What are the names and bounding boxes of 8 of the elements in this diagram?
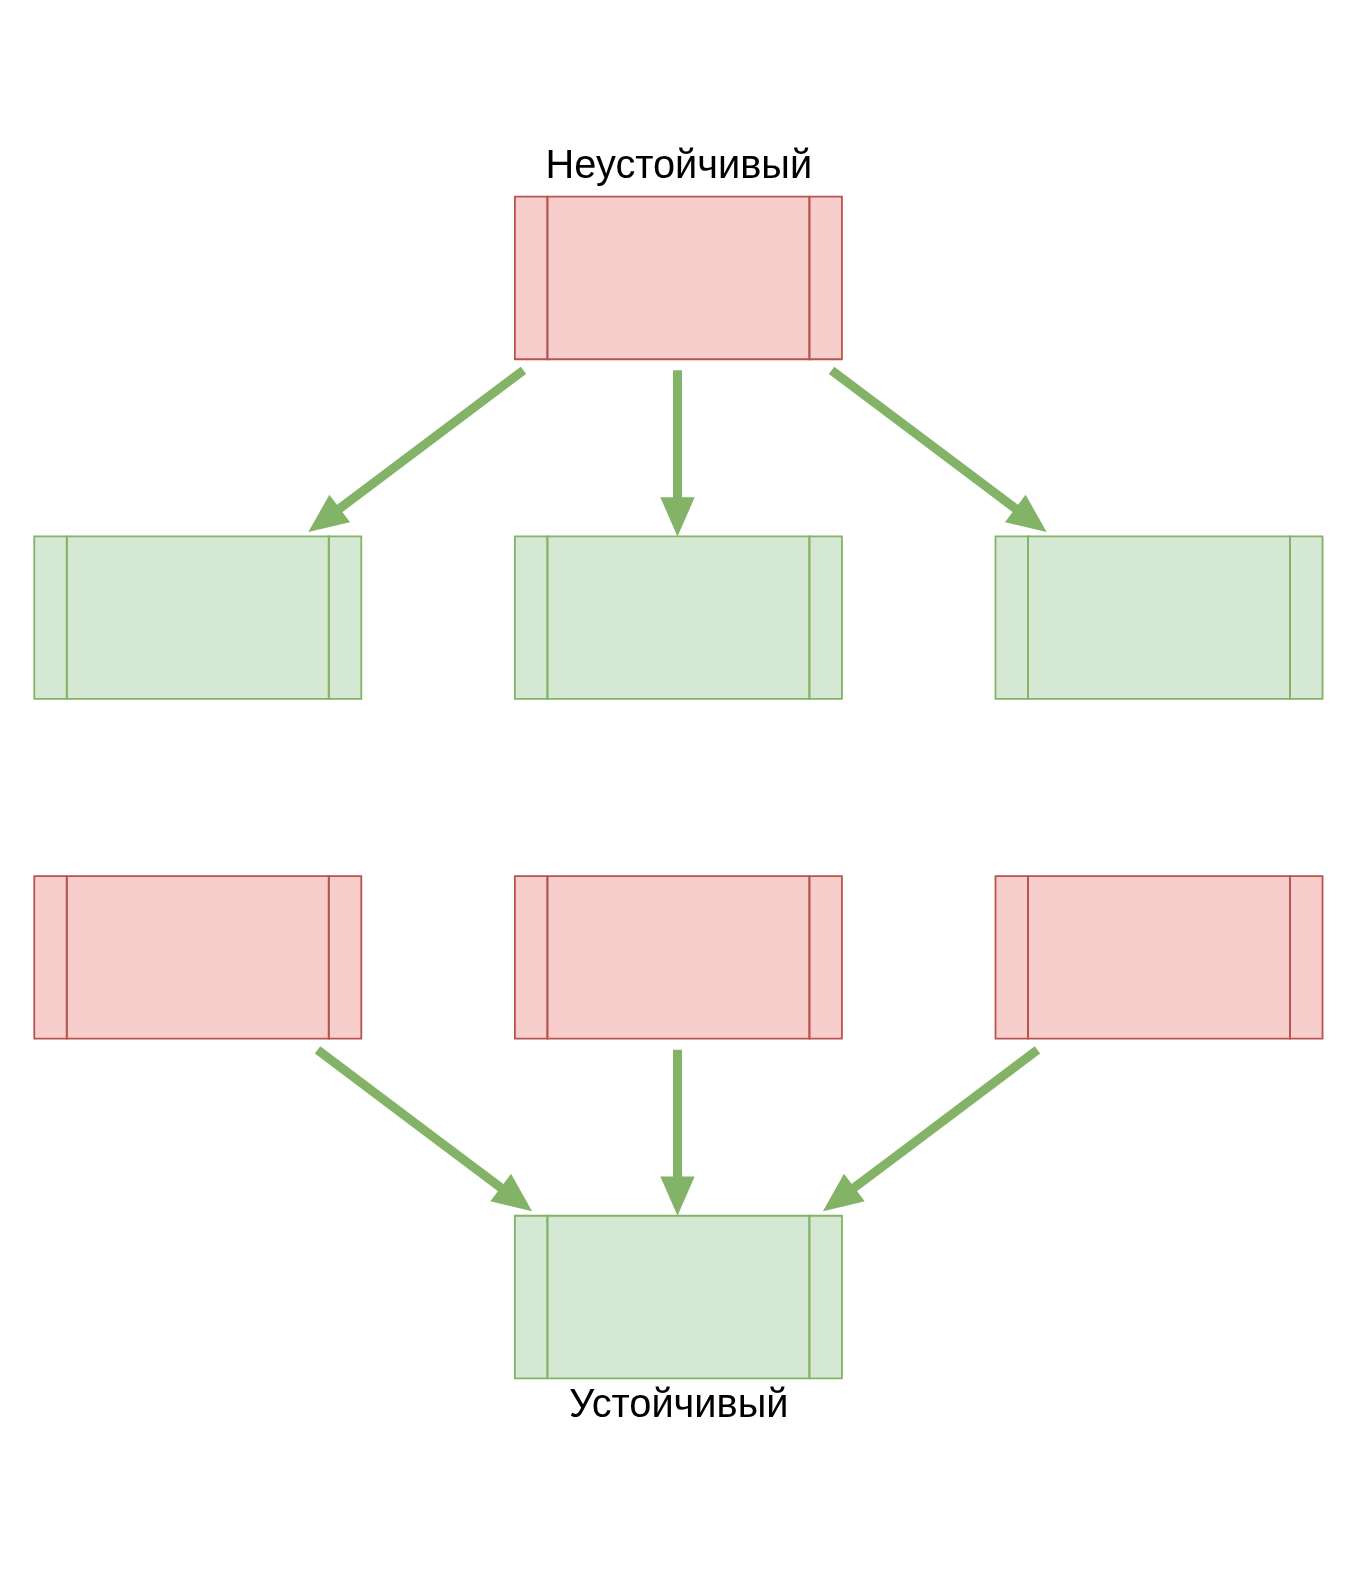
arrow bbox=[822, 1045, 1041, 1211]
arrow bbox=[308, 366, 527, 532]
arrow bbox=[660, 1049, 695, 1216]
node-label: Неустойчивый bbox=[545, 141, 813, 186]
arrow bbox=[314, 1045, 533, 1211]
node-label: Устойчивый bbox=[569, 1380, 789, 1425]
arrow bbox=[660, 369, 695, 537]
arrow bbox=[828, 366, 1047, 532]
